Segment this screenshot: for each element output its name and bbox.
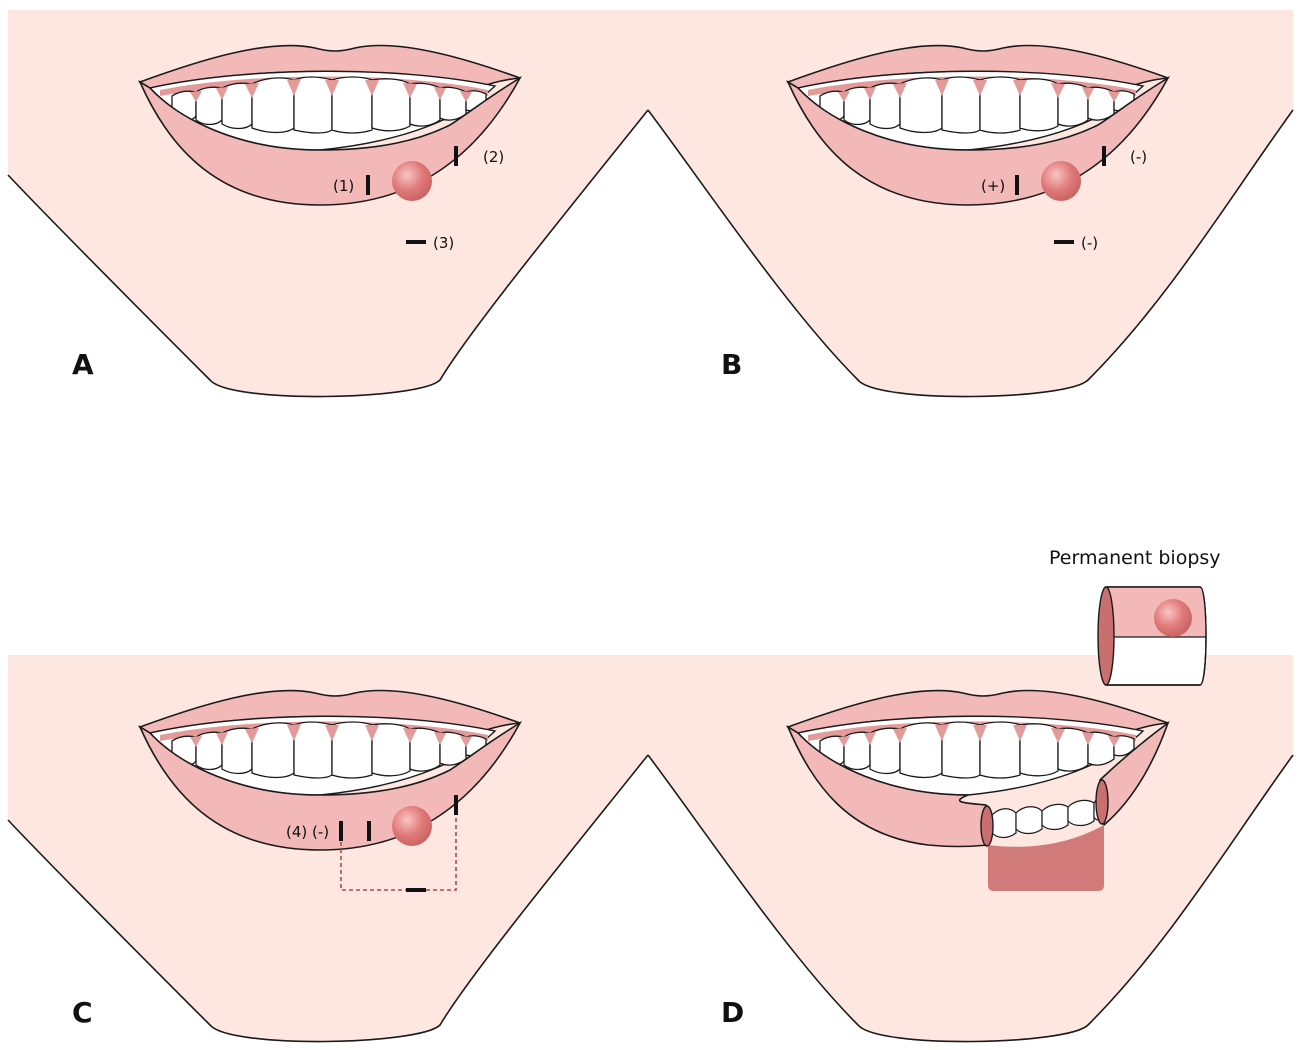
panel-letter-c: C bbox=[72, 996, 93, 1029]
lesion-nodule bbox=[392, 161, 432, 201]
marker-label-3: (-) bbox=[1081, 234, 1098, 252]
specimen-lesion bbox=[1154, 599, 1192, 637]
marker-label-4: (4) (-) bbox=[286, 823, 329, 841]
panel-letter-b: B bbox=[721, 348, 742, 381]
marker-label-3: (3) bbox=[433, 234, 454, 252]
panel-c: (4) (-) C bbox=[8, 655, 648, 1042]
frozen-section-marker-4 bbox=[339, 821, 343, 841]
panel-letter-d: D bbox=[721, 996, 744, 1029]
panel-a: (1) (2) (3) A bbox=[8, 10, 648, 397]
frozen-section-marker-2 bbox=[454, 795, 458, 815]
frozen-section-marker-1 bbox=[366, 175, 370, 195]
lesion-nodule bbox=[1041, 161, 1081, 201]
marker-label-2: (-) bbox=[1130, 148, 1147, 166]
marker-label-1: (1) bbox=[333, 177, 354, 195]
panel-d: D bbox=[648, 655, 1293, 1042]
lesion-nodule bbox=[392, 806, 432, 846]
frozen-section-marker-1 bbox=[1015, 175, 1019, 195]
panel-letter-a: A bbox=[72, 348, 94, 381]
cut-end-left bbox=[981, 806, 993, 846]
frozen-section-marker-1 bbox=[367, 821, 371, 841]
frozen-section-marker-3 bbox=[406, 240, 426, 244]
panel-b: (+) (-) (-) B bbox=[648, 10, 1293, 400]
frozen-section-marker-2 bbox=[454, 146, 458, 166]
frozen-section-marker-2 bbox=[1102, 146, 1106, 166]
cut-end-right bbox=[1096, 780, 1108, 824]
marker-label-1: (+) bbox=[981, 177, 1005, 195]
frozen-section-marker-3 bbox=[1054, 240, 1074, 244]
marker-label-2: (2) bbox=[483, 148, 504, 166]
frozen-section-marker-3 bbox=[406, 888, 426, 892]
specimen-caption: Permanent biopsy bbox=[1049, 547, 1221, 569]
specimen-cylinder bbox=[1098, 587, 1206, 685]
